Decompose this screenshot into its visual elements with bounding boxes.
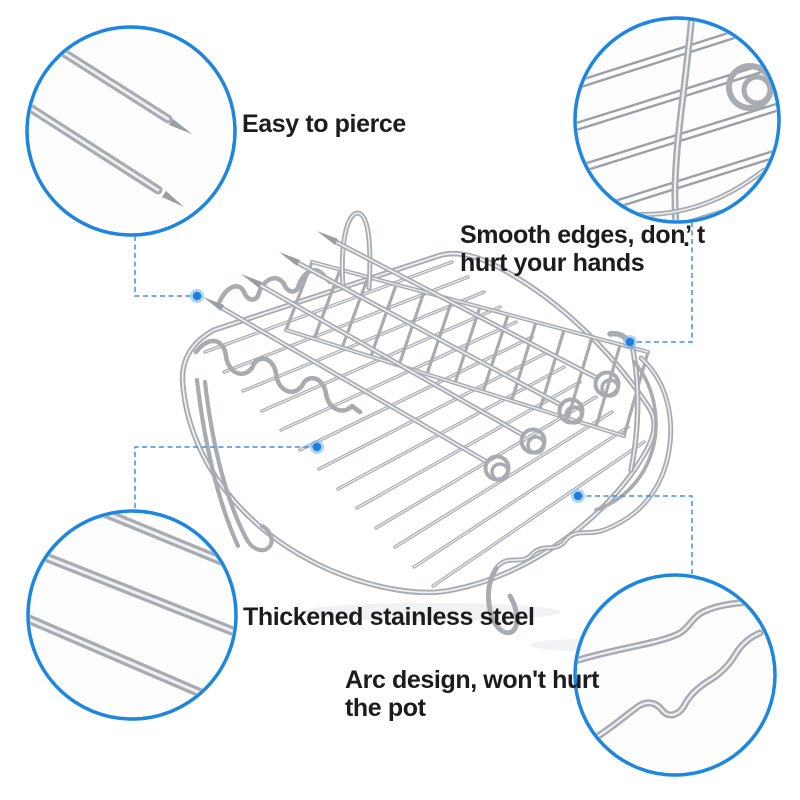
- callout-label-arc-design: Arc design, won't hurt the pot: [345, 666, 599, 722]
- magnifier-circle-icon: [573, 573, 777, 777]
- skewer-rods-highlight: [221, 241, 598, 463]
- detail-skewer-tips: [29, 39, 192, 207]
- skewer-tip: [279, 252, 300, 266]
- callout-label-easy-to-pierce: Easy to pierce: [242, 110, 406, 138]
- tray-rim-highlight: [181, 252, 656, 594]
- skewer-tip: [203, 297, 224, 311]
- soft-shadow: [300, 603, 560, 621]
- callout-circle-smooth-edges: [573, 16, 781, 224]
- skewer-loop-handles: [483, 370, 621, 482]
- connector-arc-design: [578, 495, 693, 575]
- marker-dot-tray-grid: [310, 440, 324, 454]
- detail-wavy-wires: [577, 597, 764, 751]
- marker-dot-skewer-tip: [190, 289, 204, 303]
- marker-dot-support-wire: [571, 489, 585, 503]
- connector-smooth-edges: [632, 222, 693, 343]
- callout-circle-thickened-steel: [26, 509, 238, 721]
- deck-wavy-edge: [215, 268, 333, 309]
- callout-label-thickened-steel: Thickened stainless steel: [243, 603, 535, 631]
- rack-product-illustration: [179, 210, 674, 651]
- connector-thickened-steel: [134, 446, 317, 509]
- left-support-waves: [193, 338, 363, 415]
- right-support-inner: [594, 360, 658, 512]
- detail-thick-wires: [30, 513, 234, 703]
- magnifier-circle-icon: [26, 509, 238, 721]
- callout-label-smooth-edges: Smooth edges, don’ t hurt your hands: [460, 221, 705, 277]
- callout-label-smooth-edges-line2: hurt your hands: [460, 249, 645, 277]
- connector-lines: [134, 222, 693, 575]
- skewer-tip: [241, 274, 262, 288]
- stray-period-mark: .: [683, 224, 690, 252]
- callout-label-smooth-edges-line1: Smooth edges, don’ t: [460, 221, 705, 249]
- marker-dot-rack-edge: [623, 335, 637, 349]
- callout-label-arc-design-line2: the pot: [345, 694, 426, 722]
- left-leg: [194, 377, 274, 553]
- handle-highlight: [341, 212, 371, 289]
- magnifier-circle-icon: [25, 25, 237, 237]
- marker-dots: [190, 289, 637, 503]
- callout-label-arc-design-line1: Arc design, won't hurt: [345, 666, 600, 694]
- skewer-tip: [317, 231, 338, 245]
- right-support-highlight: [497, 357, 672, 567]
- callout-circle-easy-to-pierce: [25, 25, 237, 237]
- callout-circle-arc-design: [573, 573, 777, 777]
- connector-easy-to-pierce: [134, 236, 197, 297]
- magnifier-circle-icon: [573, 16, 781, 224]
